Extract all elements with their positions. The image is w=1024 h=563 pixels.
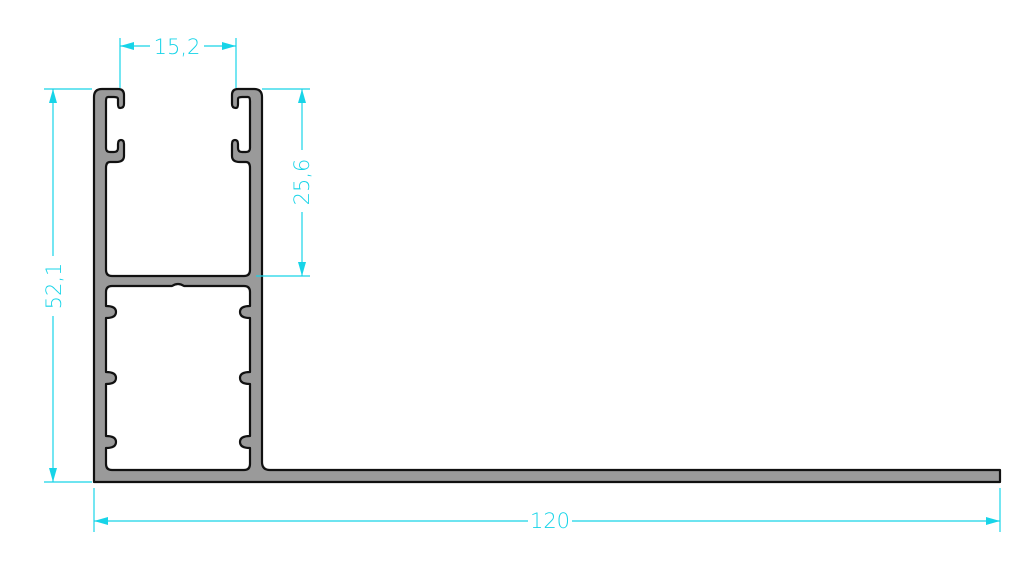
dimension-label-top-opening: 15,2 <box>154 35 201 59</box>
dimension-label-upper-channel-depth: 25,6 <box>290 159 314 206</box>
dimension-total-height: 52,1 <box>42 88 92 483</box>
lower-chamber <box>104 282 252 472</box>
dimension-upper-channel-depth: 25,6 <box>256 88 314 277</box>
dimension-total-width: 120 <box>93 488 1001 533</box>
dimension-label-total-height: 52,1 <box>42 263 66 310</box>
dimension-label-total-width: 120 <box>530 509 570 533</box>
dimension-top-opening: 15,2 <box>119 35 237 88</box>
